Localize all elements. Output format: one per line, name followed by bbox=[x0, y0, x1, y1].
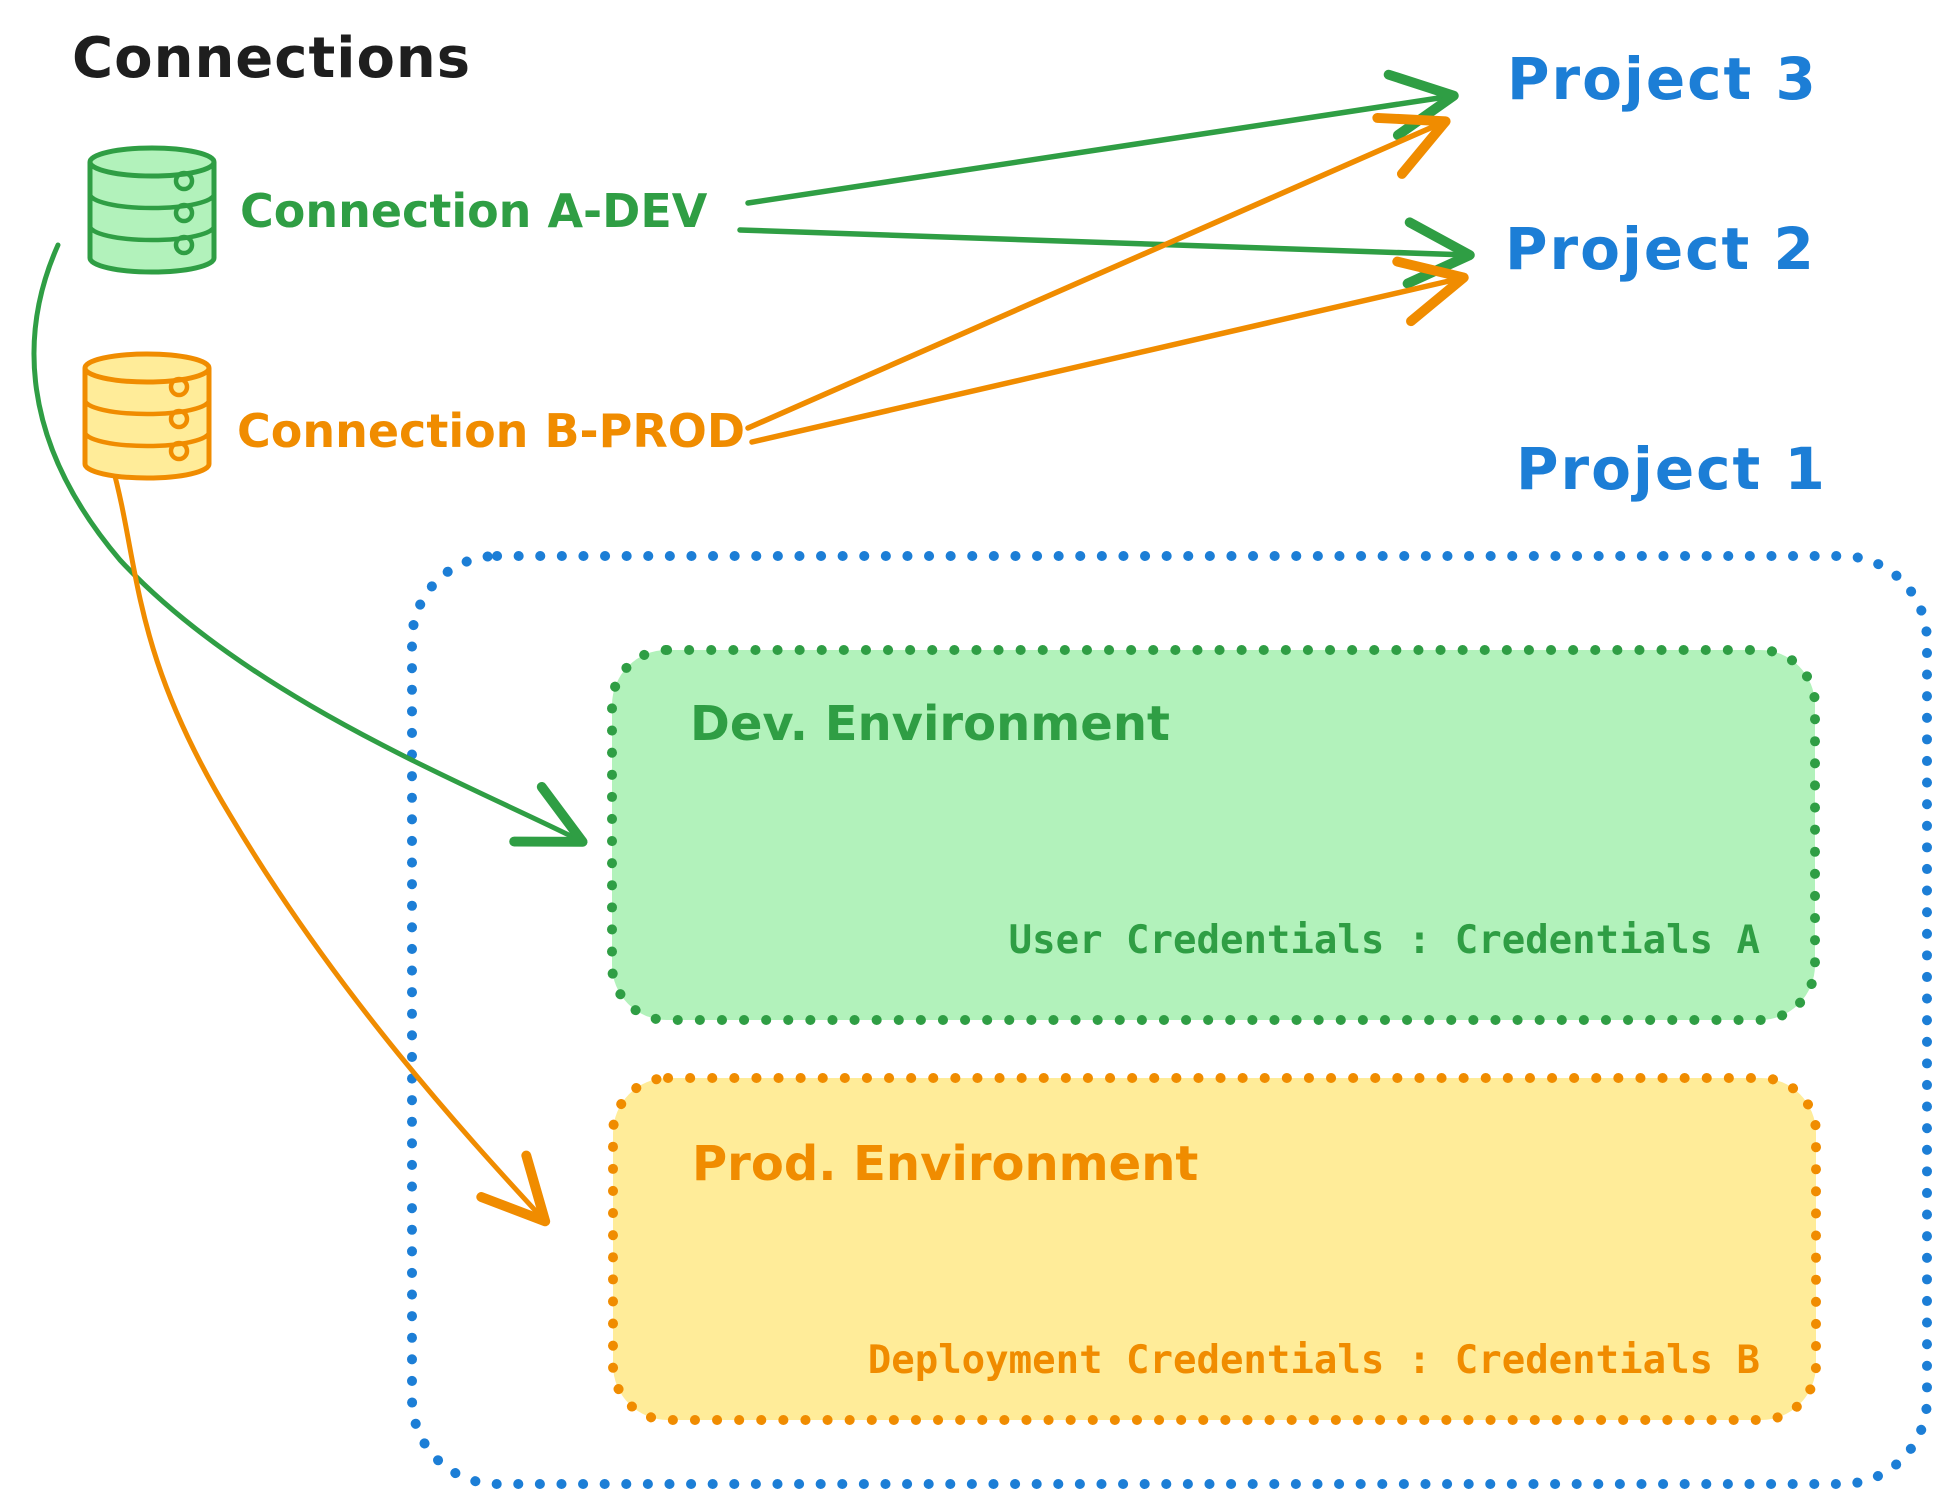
dev-environment-label: Dev. Environment bbox=[690, 696, 1170, 752]
database-icon bbox=[87, 145, 217, 275]
dev-credentials-text: User Credentials : Credentials A bbox=[1008, 918, 1760, 963]
prod-credentials-text: Deployment Credentials : Credentials B bbox=[867, 1338, 1760, 1383]
arrow-a-dev-to-project2 bbox=[737, 217, 1475, 289]
dev-environment-box bbox=[607, 645, 1820, 1025]
arrow-b-prod-to-prod-environment bbox=[109, 462, 551, 1227]
project-3-label: Project 3 bbox=[1507, 45, 1818, 113]
project-1-label: Project 1 bbox=[1516, 435, 1827, 503]
diagram-title: Connections bbox=[72, 26, 472, 91]
prod-environment-box bbox=[608, 1073, 1821, 1425]
arrow-b-prod-to-project2 bbox=[749, 256, 1469, 445]
arrow-a-dev-to-dev-environment bbox=[31, 242, 588, 847]
arrow-a-dev-to-project3 bbox=[745, 69, 1459, 206]
prod-environment-label: Prod. Environment bbox=[692, 1136, 1199, 1192]
project-2-label: Project 2 bbox=[1505, 215, 1816, 283]
connection-a-dev-label: Connection A-DEV bbox=[240, 184, 708, 238]
database-icon bbox=[82, 351, 212, 481]
arrow-b-prod-to-project3 bbox=[745, 112, 1451, 431]
connection-b-prod-label: Connection B-PROD bbox=[237, 404, 746, 458]
project1-container-box bbox=[407, 551, 1932, 1489]
